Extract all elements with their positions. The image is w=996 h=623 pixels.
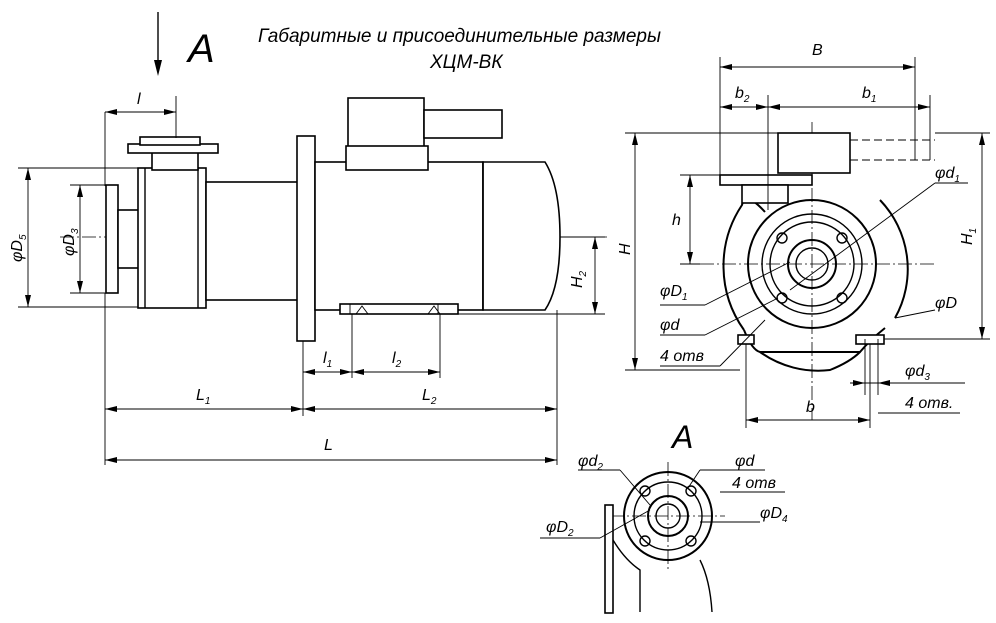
dim-d: φd <box>660 317 680 334</box>
dim-b1: b1 <box>862 85 876 105</box>
dim-l2: l2 <box>392 350 402 370</box>
drawing-title: Габаритные и присоединительные размеры <box>258 26 661 47</box>
holes-right: 4 отв. <box>905 395 953 412</box>
svg-text:H: H <box>617 243 634 255</box>
dim-B: B <box>812 42 823 59</box>
dim-d3: φd3 <box>905 363 930 383</box>
svg-text:H2: H2 <box>569 270 589 288</box>
dim-H: H <box>617 243 634 255</box>
dim-d1: φd1 <box>935 165 960 185</box>
holes-left: 4 отв <box>660 348 704 365</box>
dim-H2: H2 <box>569 270 589 288</box>
detail-holes: 4 отв <box>732 475 776 492</box>
detail-dim-d2: φd2 <box>578 453 603 473</box>
dim-h: h <box>672 212 681 229</box>
svg-text:φD5: φD5 <box>9 234 29 262</box>
pump-model: ХЦМ-ВК <box>429 52 504 73</box>
dim-b2: b2 <box>735 85 750 105</box>
dim-L: L <box>324 437 333 454</box>
front-view: B b2 b1 h H H1 <box>617 42 990 428</box>
detail-view-label: A <box>670 419 693 455</box>
svg-text:φD3: φD3 <box>61 228 81 256</box>
detail-dim-d: φd <box>735 453 755 470</box>
dim-D: φD <box>935 295 957 312</box>
dim-b: b <box>806 399 815 416</box>
view-a-marker: A <box>154 12 215 76</box>
dim-D5: φD5 <box>9 234 29 262</box>
dim-D3: φD3 <box>61 228 81 256</box>
svg-text:A: A <box>186 27 215 71</box>
dim-D1: φD1 <box>660 283 688 303</box>
dim-L1: L1 <box>196 387 210 407</box>
detail-dim-D2: φD2 <box>546 519 574 539</box>
dim-l1: l1 <box>323 350 332 370</box>
svg-text:H1: H1 <box>959 228 979 245</box>
dim-L2: L2 <box>422 387 437 407</box>
side-view: l φD5 φD3 H2 <box>9 91 610 465</box>
detail-dim-D4: φD4 <box>760 505 788 525</box>
dim-l: l <box>137 91 141 108</box>
dim-H1: H1 <box>959 228 979 245</box>
detail-view-a: A φd2 φd 4 отв φD2 φD4 <box>540 419 788 614</box>
